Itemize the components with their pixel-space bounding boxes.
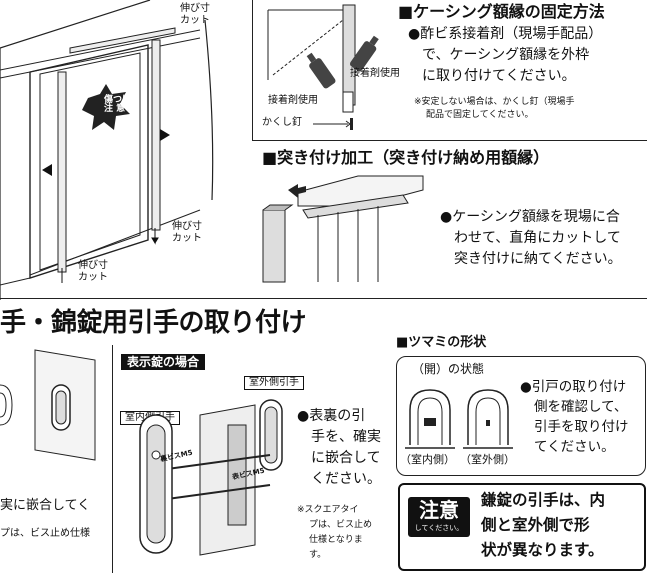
caution-body: 鎌錠の引手は、内 側と室外側で形 状が異なります。 bbox=[481, 488, 605, 563]
hidden-nail-label: かくし釘 bbox=[262, 117, 302, 128]
caution-line-2: 側と室外側で形 bbox=[481, 516, 590, 534]
pull-note-line-1: ※スクエアタイ bbox=[297, 505, 359, 515]
pull-note-line-3: 仕様となりま bbox=[309, 535, 363, 545]
knob-inner-icon bbox=[405, 389, 455, 449]
knob-body: ●引戸の取り付け 側を確認して、 引手を取り付け てください。 bbox=[520, 377, 629, 457]
butt-joint-body: ●ケーシング額縁を現場に合 わせて、直角にカットして 突き付けに納てください。 bbox=[440, 207, 622, 270]
casing-fixing-body: ●酢ビ系接着剤（現場手配品） で、ケーシング額縁を外枠 に取り付けてください。 bbox=[408, 24, 602, 87]
knob-body-line-2: 側を確認して、 bbox=[534, 399, 628, 415]
adhesive-label-left: 接着剤使用 bbox=[268, 95, 318, 106]
casing-note-line-2: 配品で固定してください。 bbox=[426, 110, 534, 120]
butt-joint-line-1: ●ケーシング額縁を現場に合 bbox=[440, 209, 620, 225]
divider-right-mid bbox=[252, 140, 647, 141]
knob-inner-label: （室内側） bbox=[400, 453, 455, 466]
caution-line-1: 鎌錠の引手は、内 bbox=[481, 491, 606, 509]
left-partial-illustration bbox=[0, 349, 96, 461]
casing-fixing-title: ■ケーシング額縁の固定方法 bbox=[398, 2, 605, 21]
lock-pull-illustration bbox=[139, 399, 283, 556]
divider-left-column bbox=[112, 345, 113, 573]
caution-line-3: 状が異なります。 bbox=[481, 541, 604, 559]
casing-fixing-line-3: に取り付けてください。 bbox=[422, 68, 576, 84]
adhesive-label-right: 接着剤使用 bbox=[350, 68, 400, 79]
knob-body-line-3: 引手を取り付け bbox=[534, 419, 629, 435]
butt-joint-line-2: わせて、直角にカットして bbox=[454, 230, 621, 246]
pull-section-title: 手・錦錠用引手の取り付け bbox=[0, 308, 307, 338]
casing-fixing-illustration bbox=[267, 4, 379, 130]
cut-label-top: 伸び寸 カット bbox=[180, 3, 210, 26]
pull-body-line-2: 手を、確実 bbox=[311, 429, 381, 445]
caution-mark: 注意 してください。 bbox=[408, 497, 470, 537]
knob-outer-label: （室外側） bbox=[460, 453, 515, 466]
butt-joint-illustration bbox=[262, 175, 424, 283]
divider-vertical-top bbox=[252, 0, 253, 140]
knob-body-line-4: てください。 bbox=[534, 439, 615, 455]
butt-joint-line-3: 突き付けに納てください。 bbox=[454, 251, 622, 267]
cut-label-right: 伸び寸 カット bbox=[172, 221, 202, 244]
left-partial-line-2: プは、ビス止め仕様 bbox=[0, 528, 90, 539]
casing-fixing-note: ※安定しない場合は、かくし釘（現場手 配品で固定してください。 bbox=[414, 96, 575, 122]
pull-body-line-4: ください。 bbox=[311, 471, 381, 487]
door-frame-illustration bbox=[0, 0, 214, 300]
pull-note-line-2: プは、ビス止め bbox=[309, 520, 373, 530]
pull-note-line-4: す。 bbox=[309, 550, 327, 560]
pull-body: ●表裏の引 手を、確実 に嵌合して ください。 bbox=[297, 406, 381, 490]
pull-body-line-1: ●表裏の引 bbox=[297, 408, 366, 424]
caution-mark-sub: してください。 bbox=[414, 524, 464, 532]
casing-note-line-1: ※安定しない場合は、かくし釘（現場手 bbox=[414, 97, 575, 107]
knob-outer-icon bbox=[463, 389, 513, 449]
pull-body-line-3: に嵌合して bbox=[311, 450, 381, 466]
caution-box bbox=[398, 483, 646, 571]
divider-main bbox=[0, 298, 647, 299]
knob-shape-panel bbox=[396, 356, 646, 476]
butt-joint-title: ■突き付け加工（突き付け納め用額縁） bbox=[262, 148, 550, 167]
knob-shape-title: ■ツマミの形状 bbox=[396, 335, 487, 350]
casing-fixing-line-1: ●酢ビ系接着剤（現場手配品） bbox=[408, 26, 603, 42]
caution-burst-label: 傷つけ 注 意 bbox=[104, 95, 132, 115]
knob-open-state: （開）の状態 bbox=[412, 362, 485, 376]
indicator-lock-badge: 表示錠の場合 bbox=[121, 354, 206, 371]
cut-label-bottom: 伸び寸 カット bbox=[78, 260, 108, 283]
knob-body-line-1: ●引戸の取り付け bbox=[520, 379, 627, 395]
pull-note: ※スクエアタイ プは、ビス止め 仕様となりま す。 bbox=[297, 503, 372, 563]
left-partial-line-1: 実に嵌合してく bbox=[0, 498, 91, 513]
knob-shapes-illustration bbox=[405, 389, 513, 449]
outer-pull-label: 室外側引手 bbox=[244, 376, 304, 390]
casing-fixing-line-2: で、ケーシング額縁を外枠 bbox=[422, 47, 590, 63]
caution-mark-main: 注意 bbox=[419, 498, 459, 522]
